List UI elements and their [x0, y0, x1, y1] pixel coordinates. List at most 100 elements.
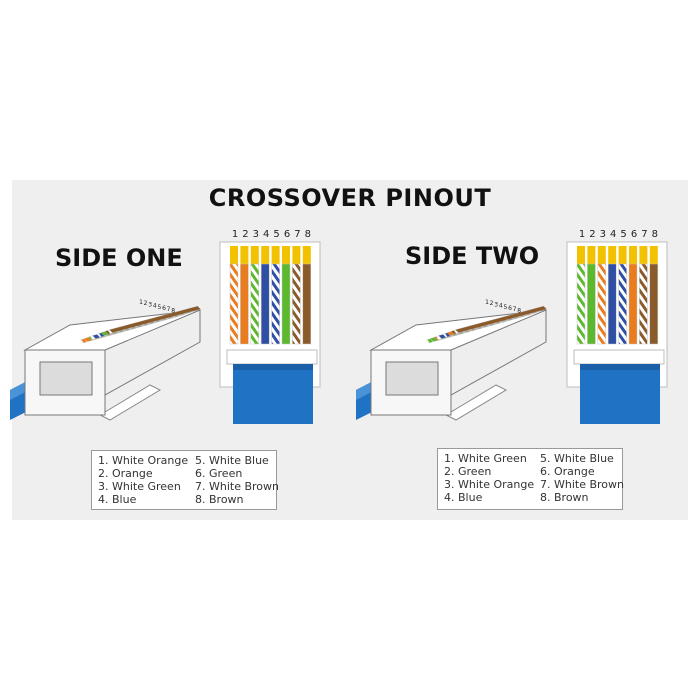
- gold-contact: [587, 246, 596, 264]
- pin-number-label: 7: [641, 229, 647, 240]
- side-one-legend-col-1: 1. White Orange 2. Orange 3. White Green…: [98, 454, 188, 506]
- diagram-title: CROSSOVER PINOUT: [208, 184, 492, 212]
- pin-number-label: 8: [652, 229, 658, 240]
- side-one-legend: 1. White Orange 2. Orange 3. White Green…: [91, 450, 279, 510]
- gold-contact: [597, 246, 606, 264]
- legend-item: 7. White Brown: [195, 480, 279, 493]
- legend-item: 5. White Blue: [540, 452, 614, 465]
- pin-number-label: 5: [273, 229, 279, 240]
- legend-item: 1. White Green: [444, 452, 527, 465]
- legend-item: 7. White Brown: [540, 478, 624, 491]
- plug-latch-bar: [573, 349, 665, 365]
- wire-green: [281, 263, 291, 345]
- gold-contact: [261, 246, 270, 264]
- gold-contact: [271, 246, 280, 264]
- wire-green: [587, 263, 596, 345]
- gold-contact: [649, 246, 658, 264]
- gold-contact: [302, 246, 311, 264]
- side-two-legend-col-2: 5. White Blue 6. Orange 7. White Brown 8…: [540, 452, 624, 504]
- cable-jacket: [233, 364, 313, 424]
- plug-side-face: [104, 309, 201, 396]
- pin-number-label: 8: [517, 307, 521, 314]
- legend-item: 3. White Green: [98, 480, 181, 493]
- side-one-legend-col-2: 5. White Blue 6. Green 7. White Brown 8.…: [195, 454, 279, 506]
- pin-number-label: 5: [503, 304, 507, 311]
- pin-number-label: 2: [242, 229, 248, 240]
- pin-number-label: 6: [162, 305, 166, 312]
- pin-number-label: 2: [144, 300, 148, 307]
- wire-white-green: [576, 263, 586, 345]
- gold-contact: [577, 246, 585, 264]
- gold-contact: [618, 246, 627, 264]
- wire-white-brown: [292, 263, 301, 345]
- plug-side-face: [450, 309, 547, 396]
- gold-contact: [292, 246, 301, 264]
- pin-number-label: 6: [284, 229, 290, 240]
- legend-item: 3. White Orange: [444, 478, 535, 491]
- wire-white-blue: [271, 263, 280, 345]
- plug-opening: [385, 361, 439, 396]
- side-one-label: SIDE ONE: [55, 244, 183, 272]
- wire-blue: [607, 263, 617, 345]
- wire-white-blue: [618, 263, 627, 345]
- pin-number-label: 4: [263, 229, 269, 240]
- wire-brown: [109, 305, 201, 333]
- pin-number-label: 7: [167, 306, 171, 313]
- pin-number-label: 8: [305, 229, 311, 240]
- wire-white-green: [250, 263, 260, 345]
- wire-white-brown: [639, 263, 648, 345]
- cable-jacket-edge: [233, 364, 313, 370]
- plug-latch-bar: [226, 349, 318, 365]
- legend-item: 8. Brown: [195, 493, 244, 506]
- gold-contact: [240, 246, 249, 264]
- cable-jacket-edge: [580, 364, 660, 370]
- gold-contact: [282, 246, 290, 264]
- pin-number-label: 7: [513, 306, 517, 313]
- legend-item: 6. Orange: [540, 465, 595, 478]
- pin-number-label: 6: [631, 229, 637, 240]
- legend-item: 2. Green: [444, 465, 492, 478]
- wire-blue: [260, 263, 270, 345]
- gold-contact: [230, 246, 238, 264]
- gold-contact: [250, 246, 259, 264]
- pin-number-label: 4: [153, 303, 157, 310]
- wire-orange: [628, 263, 638, 345]
- pin-number-label: 1: [139, 299, 143, 306]
- gold-contact: [629, 246, 637, 264]
- cable-jacket: [580, 364, 660, 424]
- pin-number-label: 1: [232, 229, 238, 240]
- side-two-legend-col-1: 1. White Green 2. Green 3. White Orange …: [444, 452, 534, 504]
- side-two-label: SIDE TWO: [405, 242, 540, 270]
- pin-number-label: 3: [253, 229, 259, 240]
- plug-latch: [444, 384, 508, 421]
- pin-number-label: 2: [589, 229, 595, 240]
- gold-contact: [608, 246, 617, 264]
- plug-opening: [39, 361, 93, 396]
- pin-number-label: 7: [294, 229, 300, 240]
- legend-item: 4. Blue: [444, 491, 483, 504]
- pin-number-label: 8: [171, 307, 175, 314]
- legend-item: 6. Green: [195, 467, 243, 480]
- gold-contact: [639, 246, 648, 264]
- pin-number-label: 3: [600, 229, 606, 240]
- pin-number-label: 1: [579, 229, 585, 240]
- legend-item: 4. Blue: [98, 493, 137, 506]
- legend-item: 5. White Blue: [195, 454, 269, 467]
- pin-number-label: 3: [494, 301, 498, 308]
- wire-orange: [240, 263, 249, 345]
- wire-white-orange: [229, 263, 239, 345]
- pin-number-label: 6: [508, 305, 512, 312]
- pin-number-label: 4: [499, 303, 503, 310]
- legend-item: 8. Brown: [540, 491, 589, 504]
